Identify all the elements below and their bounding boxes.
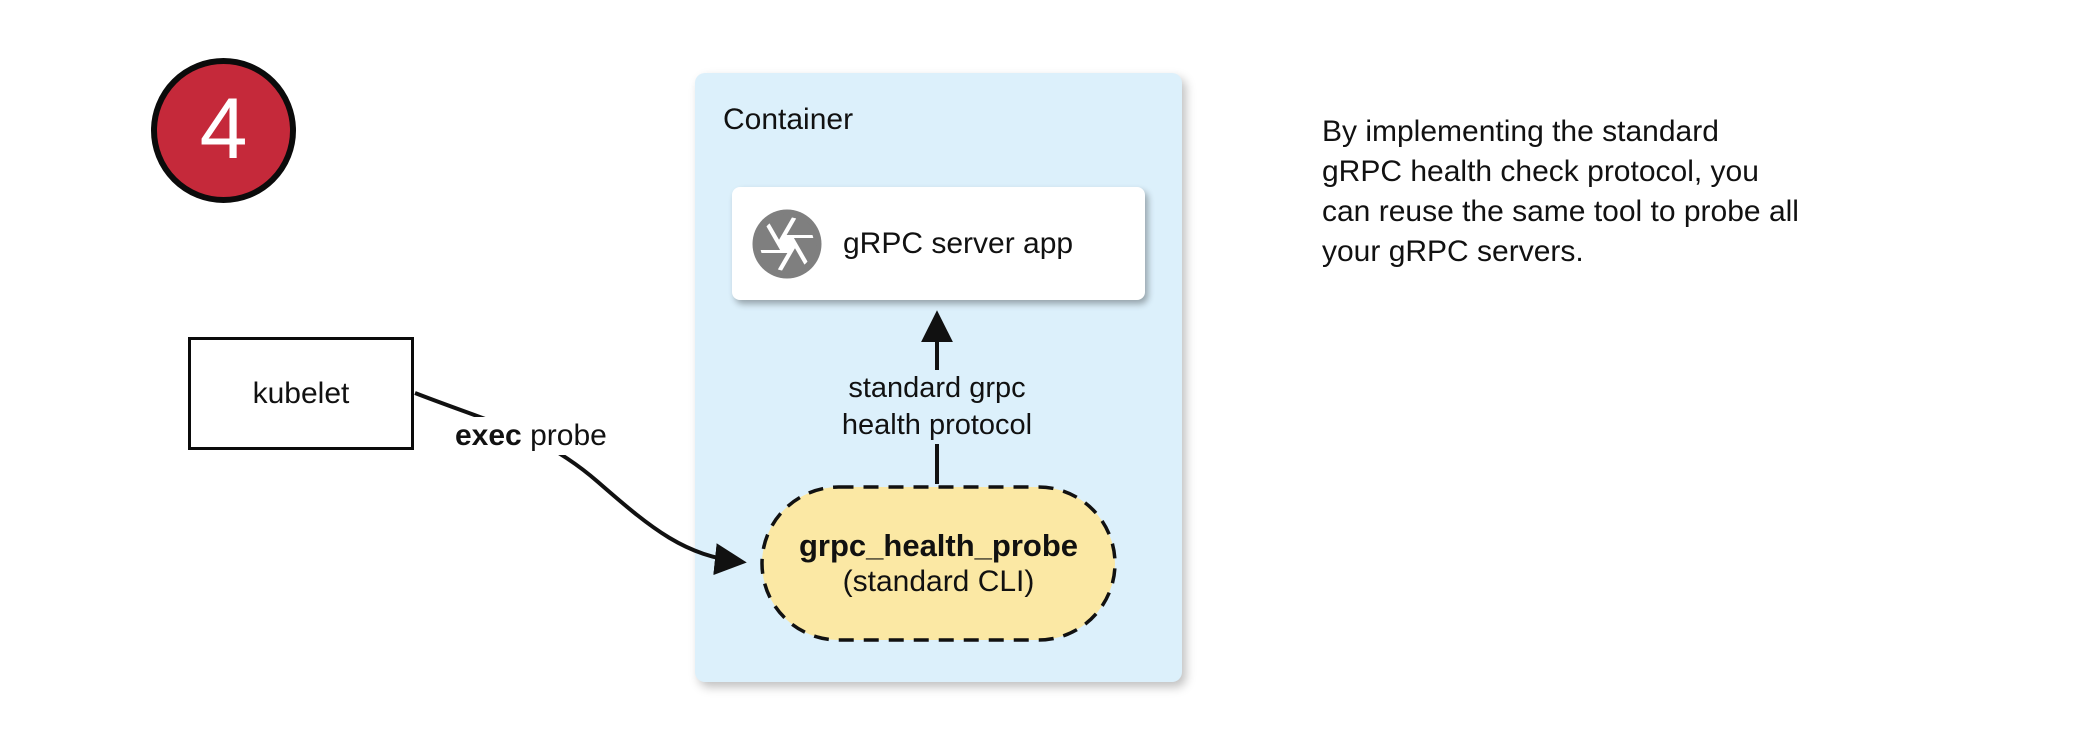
grpc-server-box: gRPC server app: [732, 187, 1145, 300]
protocol-label-line1: standard grpc: [848, 372, 1026, 404]
exec-probe-label: exec probe: [447, 417, 615, 455]
kubelet-label: kubelet: [252, 376, 350, 410]
protocol-label-line2: health protocol: [841, 409, 1033, 441]
probe-pill: grpc_health_probe (standard CLI): [762, 487, 1115, 640]
aperture-icon: [751, 208, 823, 280]
note-text: By implementing the standard gRPC health…: [1322, 115, 1799, 268]
step-badge: 4: [151, 58, 296, 203]
exec-probe-label-rest: probe: [521, 419, 607, 452]
step-number: 4: [199, 80, 248, 177]
probe-title: grpc_health_probe: [798, 527, 1079, 563]
protocol-label: standard grpc health protocol: [827, 370, 1047, 444]
container-title: Container: [723, 103, 854, 136]
grpc-server-label: gRPC server app: [843, 226, 1074, 260]
kubelet-box: kubelet: [188, 337, 414, 450]
probe-subtitle: (standard CLI): [842, 564, 1035, 598]
exec-probe-label-bold: exec: [455, 419, 522, 452]
